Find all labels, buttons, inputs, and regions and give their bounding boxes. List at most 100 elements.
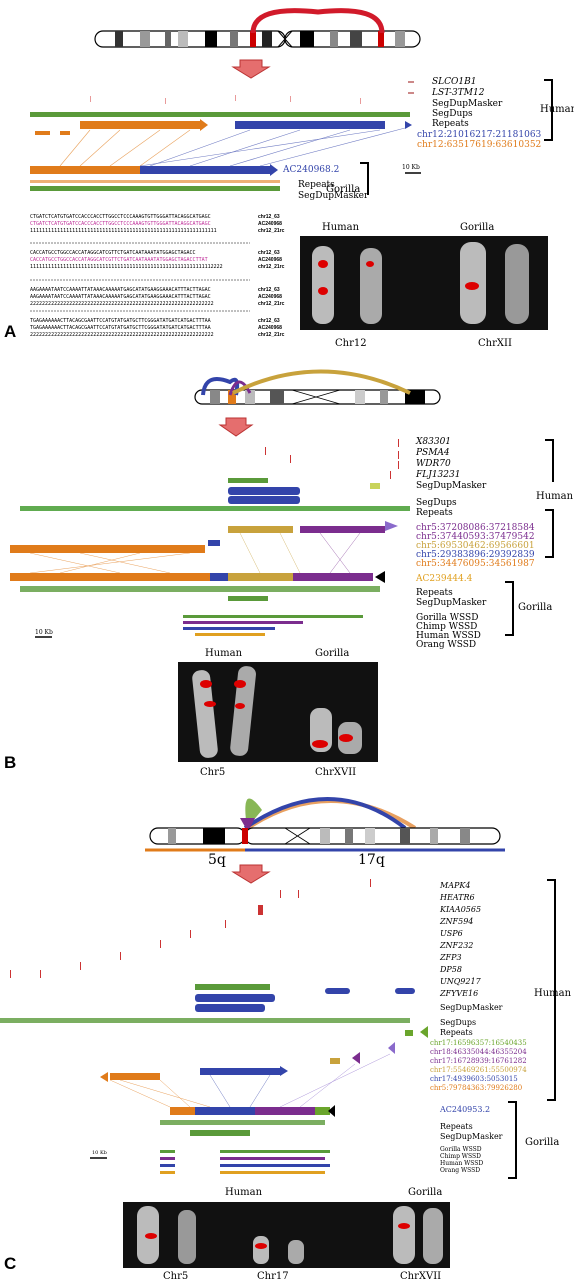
gene-label: ZNF594 [440, 917, 474, 926]
wssd-bar [160, 1171, 175, 1174]
scale-label: 10 Kb [402, 164, 420, 171]
wssd-bar [183, 627, 275, 630]
species-human-label: Human [536, 491, 574, 502]
coord-label: chr5:79784363:79926280 [430, 1084, 523, 1092]
seq-line: CACCATGCCTGGCCACCATAGGCATCGTTCTGATCAATAA… [30, 257, 208, 263]
panel-c-graphics [0, 797, 556, 1179]
coord-label: chr18:46335044:46355204 [430, 1048, 527, 1056]
seq-line: TGAGAAAAAACTTACAGCGAATTCCATGTATGATGCTTCG… [30, 318, 211, 324]
gene-label: MAPK4 [440, 881, 471, 890]
seq-label: chr12_63 [258, 318, 280, 324]
gorilla-clone-bar [10, 573, 210, 581]
fish-human-label: Human [205, 648, 243, 659]
panel-letter: B [4, 753, 17, 772]
wssd-bar [183, 621, 303, 624]
seq-line: 2222222222222222222222222222222222222222… [30, 301, 214, 307]
seq-line: 1111111111111111111111111111111111111111… [30, 228, 217, 234]
down-arrow-icon [231, 59, 271, 79]
wssd-bar [195, 633, 265, 636]
track-label: SegDups [416, 498, 457, 508]
chr5-ideogram [194, 389, 441, 405]
gene-label: SLCO1B1 [432, 77, 477, 87]
segdup-block [228, 487, 300, 495]
clone-label: AC240968.2 [283, 165, 340, 175]
track-label: Repeats [440, 1122, 473, 1131]
species-human-label: Human [534, 988, 572, 999]
wssd-bar [183, 615, 363, 618]
coord-label: chr17:4939603:5053015 [430, 1075, 518, 1083]
track-label: SegDupMasker [416, 598, 487, 608]
wssd-bar [220, 1171, 325, 1174]
arc [232, 369, 411, 395]
fish-gorilla-label: Gorilla [315, 648, 350, 659]
fish-chr-label: Chr5 [163, 1271, 189, 1282]
arc [228, 380, 252, 396]
arc [201, 377, 240, 396]
species-human-label: Human [540, 104, 574, 115]
wssd-bar [220, 1157, 325, 1160]
track-label: SegDupMasker [416, 481, 487, 491]
coord-label: chr17:16596357:16540435 [430, 1039, 527, 1047]
track-label: Repeats [432, 119, 469, 129]
gene-label: DP58 [440, 965, 462, 974]
panel-letter: C [4, 1254, 17, 1273]
seq-line: CTGATCTCATGTGATCCACCCACCTTGGCCTCCCAAAGTG… [30, 221, 211, 227]
fish-chr-label: Chr5 [200, 767, 226, 778]
down-arrow-icon [218, 417, 254, 437]
wssd-bar [160, 1164, 175, 1167]
species-gorilla-label: Gorilla [326, 184, 361, 195]
fish-image [300, 236, 548, 330]
track-label: SegDupMasker [440, 1132, 503, 1141]
gorilla-clone-bar [30, 166, 140, 174]
chr5-17-ideogram [149, 827, 501, 845]
fish-image [178, 662, 378, 762]
fish-chr-label: Chr12 [335, 338, 367, 349]
seq-label: chr12_63 [258, 214, 280, 220]
coord-label: chr5:29383896:29392839 [416, 550, 535, 560]
gene-label: ZFYVE16 [440, 989, 479, 998]
gene-label: X83301 [416, 437, 452, 447]
fish-image [123, 1202, 450, 1268]
track-label: SegDups [440, 1018, 477, 1027]
gene-label: KIAA0565 [440, 905, 482, 914]
arc [246, 799, 417, 830]
scale-label: 10 Kb [92, 1150, 107, 1156]
segdupmasker-track [30, 112, 410, 117]
gene-label: ZFP3 [440, 953, 462, 962]
duplication-arc [250, 8, 385, 34]
wssd-label: Gorilla WSSD [416, 613, 479, 623]
wssd-label: Orang WSSD [440, 1167, 481, 1174]
segdupmasker-track [195, 984, 270, 990]
gorilla-clone-bar [170, 1107, 195, 1115]
wssd-label: Gorilla WSSD [440, 1146, 482, 1153]
seq-line: CACCATGCCTGGCCACCATAGGCATCGTTCTGATCAATAA… [30, 250, 196, 256]
species-gorilla-label: Gorilla [518, 602, 553, 613]
panel-a-graphics [30, 8, 553, 312]
track-label: Repeats [440, 1028, 473, 1037]
fish-chr-label: ChrXVII [400, 1271, 442, 1282]
fish-gorilla-label: Gorilla [408, 1187, 443, 1198]
chr12-ideogram [94, 30, 421, 48]
fish-chr-label: ChrXII [478, 338, 512, 349]
wssd-bar [160, 1150, 175, 1153]
coord-label: chr12:21016217:21181063 [417, 130, 542, 140]
coord-label: chr17:16728939:16761282 [430, 1057, 527, 1065]
seq-label: chr12_63 [258, 287, 280, 293]
coord-label: chr5:69530462:69566601 [416, 541, 535, 551]
seq-line: 2222222222222222222222222222222222222222… [30, 332, 214, 338]
coord-label: chr17:55469261:55500974 [430, 1066, 527, 1074]
track-label: SegDups [432, 109, 473, 119]
scale-label: 10 Kb [35, 629, 53, 636]
panel-c: 5q 17q MAPK4 HEATR6 KIAA0565 ZNF594 USP6… [0, 780, 574, 1282]
clone-label: AC240953.2 [440, 1105, 491, 1114]
panel-letter: A [4, 322, 17, 341]
wssd-bar [220, 1150, 330, 1153]
wssd-label: Human WSSD [440, 1160, 484, 1167]
arm-label: 5q [208, 852, 226, 868]
fish-human-label: Human [225, 1187, 263, 1198]
gene-label: WDR70 [416, 459, 451, 469]
repeats-track [20, 506, 410, 511]
seq-line: AAGAAAATAATCCAAAATTATAAACAAAAATGAGCATATG… [30, 294, 211, 300]
track-label: SegDupMasker [298, 191, 369, 201]
seq-line: CTGATCTCATGTGATCCACCCACCTTGGCCTCCCAAAGTG… [30, 214, 211, 220]
